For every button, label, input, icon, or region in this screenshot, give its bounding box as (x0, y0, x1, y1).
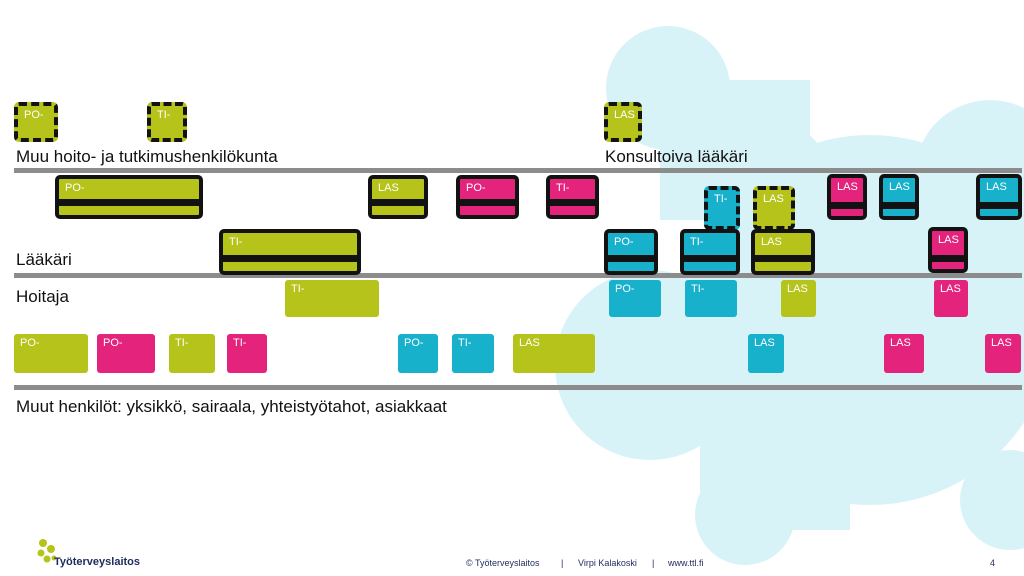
task-box-las: LAS (368, 175, 428, 219)
label-laakari: Lääkäri (16, 250, 72, 269)
task-box-las: LAS (781, 280, 816, 317)
task-box-las: LAS (879, 174, 919, 220)
task-box-las: LAS (976, 174, 1022, 220)
task-box-las: LAS (884, 334, 924, 373)
footer-author: Virpi Kalakoski (578, 558, 637, 568)
task-box-po: PO- (55, 175, 203, 219)
page-number: 4 (990, 558, 996, 568)
task-box-ti: TI- (285, 280, 379, 317)
task-box-ti: TI- (704, 186, 740, 230)
label-hoitaja: Hoitaja (16, 287, 69, 306)
task-box-las: LAS (827, 174, 867, 220)
task-box-las: LAS (928, 227, 968, 273)
task-box-las: LAS (985, 334, 1021, 373)
task-box-po: PO- (456, 175, 519, 219)
task-box-po: PO- (609, 280, 661, 317)
label-muut-henkilot: Muut henkilöt: yksikkö, sairaala, yhteis… (16, 397, 447, 416)
task-box-po: PO- (604, 229, 658, 275)
task-box-ti: TI- (219, 229, 361, 275)
footer-copyright: © Työterveyslaitos (466, 558, 540, 568)
task-box-ti: TI- (147, 102, 187, 142)
footer-url[interactable]: www.ttl.fi (668, 558, 704, 568)
task-box-ti: TI- (452, 334, 494, 373)
ttl-logo-text: Työterveyslaitos (54, 556, 141, 568)
task-box-las: LAS (934, 280, 968, 317)
task-box-las: LAS (751, 229, 815, 275)
task-box-po: PO- (97, 334, 155, 373)
label-muu-henkilokunta: Muu hoito- ja tutkimushenkilökunta (16, 147, 278, 166)
task-box-po: PO- (14, 334, 88, 373)
task-box-ti: TI- (685, 280, 737, 317)
divider-line (14, 385, 1022, 390)
task-box-las: LAS (748, 334, 784, 373)
task-box-ti: TI- (227, 334, 267, 373)
divider-line (14, 168, 1022, 173)
task-box-ti: TI- (546, 175, 599, 219)
ttl-logo-icon (37, 539, 57, 563)
footer-separator: | (652, 558, 655, 568)
label-konsultoiva-laakari: Konsultoiva lääkäri (605, 147, 748, 166)
task-box-ti: TI- (169, 334, 215, 373)
footer-separator: | (561, 558, 564, 568)
task-box-las: LAS (604, 102, 642, 142)
task-box-las: LAS (513, 334, 595, 373)
task-box-las: LAS (753, 186, 795, 230)
task-box-po: PO- (14, 102, 58, 142)
task-box-ti: TI- (680, 229, 740, 275)
task-box-po: PO- (398, 334, 438, 373)
divider-line (14, 273, 1022, 278)
